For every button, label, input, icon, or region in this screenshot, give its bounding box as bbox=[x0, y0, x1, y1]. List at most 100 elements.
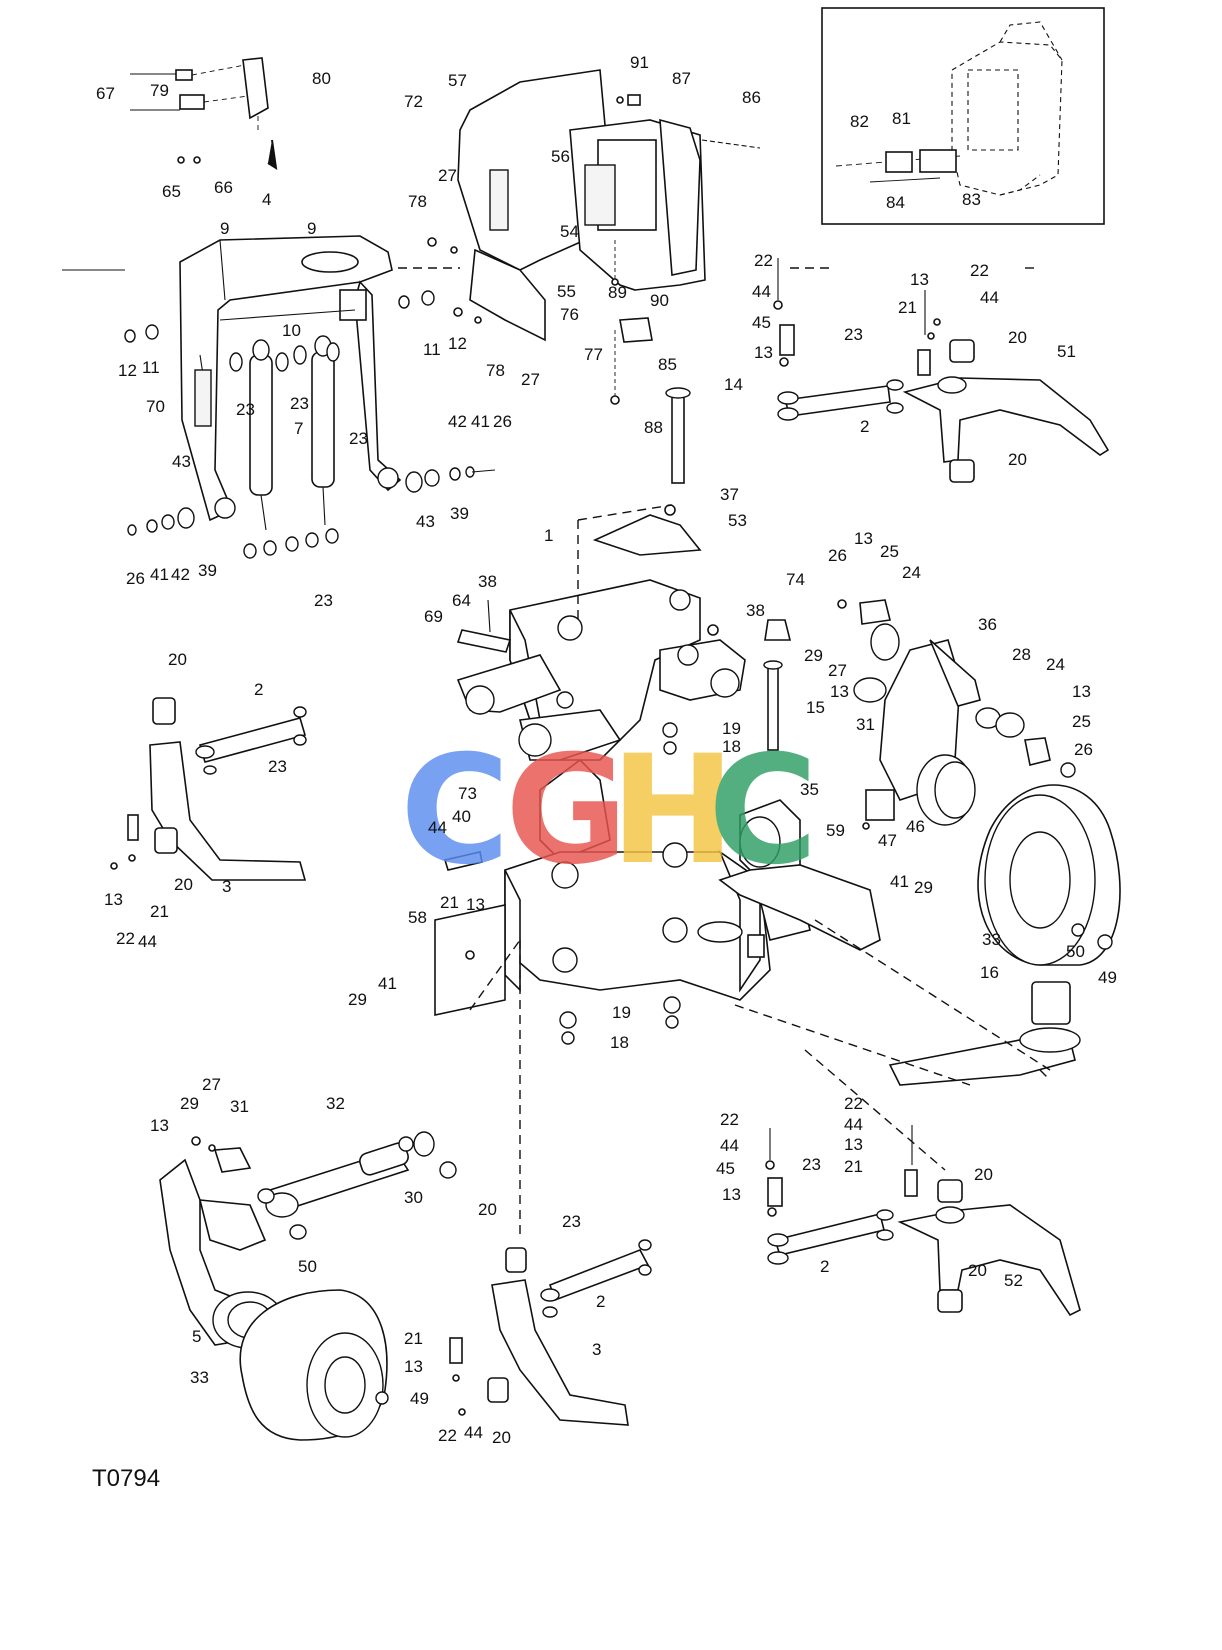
right-wheel-33 bbox=[977, 784, 1121, 966]
callout-c47: 47 bbox=[878, 831, 897, 850]
callout-c85: 85 bbox=[658, 355, 677, 374]
callout-c2d: 2 bbox=[820, 1257, 829, 1276]
callout-c78a: 78 bbox=[408, 192, 427, 211]
callout-c70: 70 bbox=[146, 397, 165, 416]
callout-c21b: 21 bbox=[440, 893, 459, 912]
drawing-code: T0794 bbox=[92, 1465, 160, 1492]
callout-c57: 57 bbox=[448, 71, 467, 90]
callout-c44d: 44 bbox=[138, 932, 157, 951]
washers-bottom-center bbox=[243, 528, 339, 559]
callout-c22a: 22 bbox=[754, 251, 773, 270]
callout-c21c: 21 bbox=[150, 902, 169, 921]
callout-c50a: 50 bbox=[1066, 942, 1085, 961]
callout-c87: 87 bbox=[672, 69, 691, 88]
callout-c22b: 22 bbox=[970, 261, 989, 280]
callout-c49b: 49 bbox=[410, 1389, 429, 1408]
callout-c2a: 2 bbox=[860, 417, 869, 436]
callout-c13h: 13 bbox=[150, 1116, 169, 1135]
control-housing-57 bbox=[427, 69, 761, 405]
callout-c72: 72 bbox=[404, 92, 423, 111]
callout-c9a: 9 bbox=[220, 219, 229, 238]
pivot-pins bbox=[456, 387, 792, 1045]
callout-c88: 88 bbox=[644, 418, 663, 437]
callout-c23b: 23 bbox=[290, 394, 309, 413]
callout-c26b: 26 bbox=[493, 412, 512, 431]
watermark-logo: C G H C bbox=[400, 724, 818, 898]
callout-c19b: 19 bbox=[612, 1003, 631, 1022]
callout-c29c: 29 bbox=[348, 990, 367, 1009]
callout-c32: 32 bbox=[326, 1094, 345, 1113]
callout-c37: 37 bbox=[720, 485, 739, 504]
callout-c41b: 41 bbox=[471, 412, 490, 431]
callout-c38a: 38 bbox=[478, 572, 497, 591]
callout-c3b: 3 bbox=[592, 1340, 601, 1359]
callout-c23h: 23 bbox=[802, 1155, 821, 1174]
callout-c23a: 23 bbox=[236, 400, 255, 419]
callout-c78b: 78 bbox=[486, 361, 505, 380]
callout-c41a: 41 bbox=[150, 565, 169, 584]
callout-c38b: 38 bbox=[746, 601, 765, 620]
assembly-guide-lines bbox=[398, 267, 1040, 1086]
watermark-letter-c1: C bbox=[400, 724, 510, 898]
callout-c13b: 13 bbox=[910, 270, 929, 289]
callout-c11a: 11 bbox=[142, 358, 160, 377]
callout-c25a: 25 bbox=[880, 542, 899, 561]
callout-c21d: 21 bbox=[404, 1329, 423, 1348]
callout-c9b: 9 bbox=[307, 219, 316, 238]
lift-frame-assembly bbox=[62, 235, 496, 559]
callout-c90: 90 bbox=[650, 291, 669, 310]
callout-c21e: 21 bbox=[844, 1157, 863, 1176]
callout-c49a: 49 bbox=[1098, 968, 1117, 987]
callout-c44a: 44 bbox=[752, 282, 771, 301]
callout-c67a: 67 bbox=[96, 84, 115, 103]
callout-c77: 77 bbox=[584, 345, 603, 364]
callout-c22e: 22 bbox=[720, 1110, 739, 1129]
callout-c42a: 42 bbox=[171, 565, 190, 584]
callout-c20e: 20 bbox=[478, 1200, 497, 1219]
callout-c22d: 22 bbox=[438, 1426, 457, 1445]
callout-c13c: 13 bbox=[854, 529, 873, 548]
callout-c13i: 13 bbox=[404, 1357, 423, 1376]
callout-c7: 7 bbox=[294, 419, 303, 438]
callout-c23f: 23 bbox=[268, 757, 287, 776]
callout-c46: 46 bbox=[906, 817, 925, 836]
callout-c25b: 25 bbox=[1072, 712, 1091, 731]
callout-c26d: 26 bbox=[1074, 740, 1093, 759]
callout-c39b: 39 bbox=[450, 504, 469, 523]
callout-c45a: 45 bbox=[752, 313, 771, 332]
callout-c83: 83 bbox=[962, 190, 981, 209]
callout-c86: 86 bbox=[742, 88, 761, 107]
callout-c82: 82 bbox=[850, 112, 869, 131]
callout-c19a: 19 bbox=[722, 719, 741, 738]
callout-c91: 91 bbox=[630, 53, 649, 72]
callout-c20h: 20 bbox=[968, 1261, 987, 1280]
callout-c31a: 31 bbox=[856, 715, 875, 734]
callout-c14: 14 bbox=[724, 375, 743, 394]
callout-c18a: 18 bbox=[722, 737, 741, 756]
callout-c13k: 13 bbox=[844, 1135, 863, 1154]
callout-c23c: 23 bbox=[349, 429, 368, 448]
steering-knuckle-3-left bbox=[110, 697, 307, 881]
callout-c30: 30 bbox=[404, 1188, 423, 1207]
callout-c40: 40 bbox=[452, 807, 471, 826]
callout-c20d: 20 bbox=[174, 875, 193, 894]
callout-c13f: 13 bbox=[466, 895, 485, 914]
washers-right bbox=[405, 466, 496, 493]
watermark-letter-c2: C bbox=[708, 724, 818, 898]
callout-c24b: 24 bbox=[1046, 655, 1065, 674]
callout-c56: 56 bbox=[551, 147, 570, 166]
lift-cylinder-left bbox=[249, 339, 273, 531]
callout-c21a: 21 bbox=[898, 298, 917, 317]
lift-cylinder-right bbox=[311, 335, 335, 526]
inset-detail bbox=[821, 7, 1105, 225]
callout-c76: 76 bbox=[560, 305, 579, 324]
callout-c23g: 23 bbox=[562, 1212, 581, 1231]
callout-c41d: 41 bbox=[378, 974, 397, 993]
chassis-frame bbox=[434, 842, 811, 1016]
callout-c74: 74 bbox=[786, 570, 805, 589]
callout-c65: 65 bbox=[162, 182, 181, 201]
callout-c79: 79 bbox=[150, 81, 169, 100]
callout-c84: 84 bbox=[886, 193, 905, 212]
callout-c24a: 24 bbox=[902, 563, 921, 582]
